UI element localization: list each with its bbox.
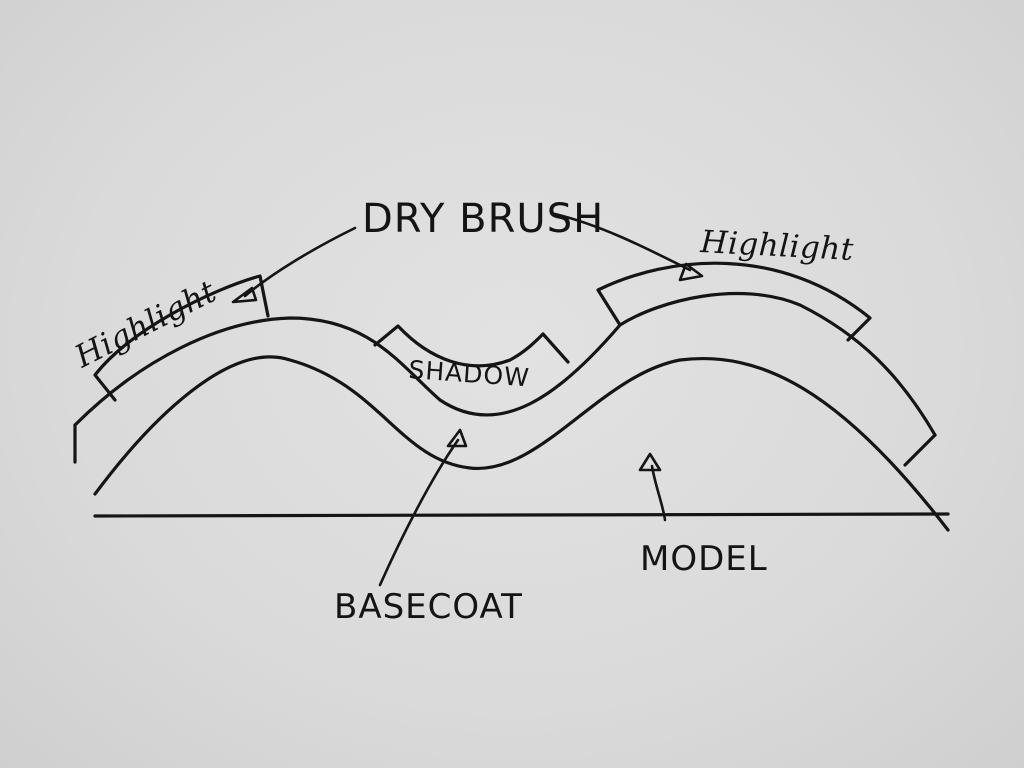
dry-brush-left-arrowhead [231, 286, 258, 304]
basecoat-arrow-line [378, 438, 460, 587]
dry-brush-label: DRY BRUSH [362, 196, 604, 242]
dry-brush-right-arrowhead [678, 262, 704, 282]
highlight-left-band [93, 274, 270, 402]
basecoat-right-end [903, 433, 937, 467]
model-label: MODEL [640, 539, 768, 579]
basecoat-upper-edge [73, 292, 937, 437]
ground-line [93, 512, 950, 518]
shadow-band [373, 324, 570, 368]
model-arrow-line [650, 464, 667, 522]
basecoat-label: BASECOAT [334, 587, 523, 627]
model-shape [93, 355, 950, 532]
highlight-right-band [596, 261, 872, 342]
basecoat-arrowhead [446, 428, 468, 448]
dry-brush-left-arrow-line [243, 226, 357, 298]
model-arrowhead [638, 452, 662, 472]
dry-brush-right-arrow-line [553, 212, 692, 272]
highlight-right-label: Highlight [699, 224, 855, 268]
highlight-left-label: Highlight [68, 273, 222, 375]
